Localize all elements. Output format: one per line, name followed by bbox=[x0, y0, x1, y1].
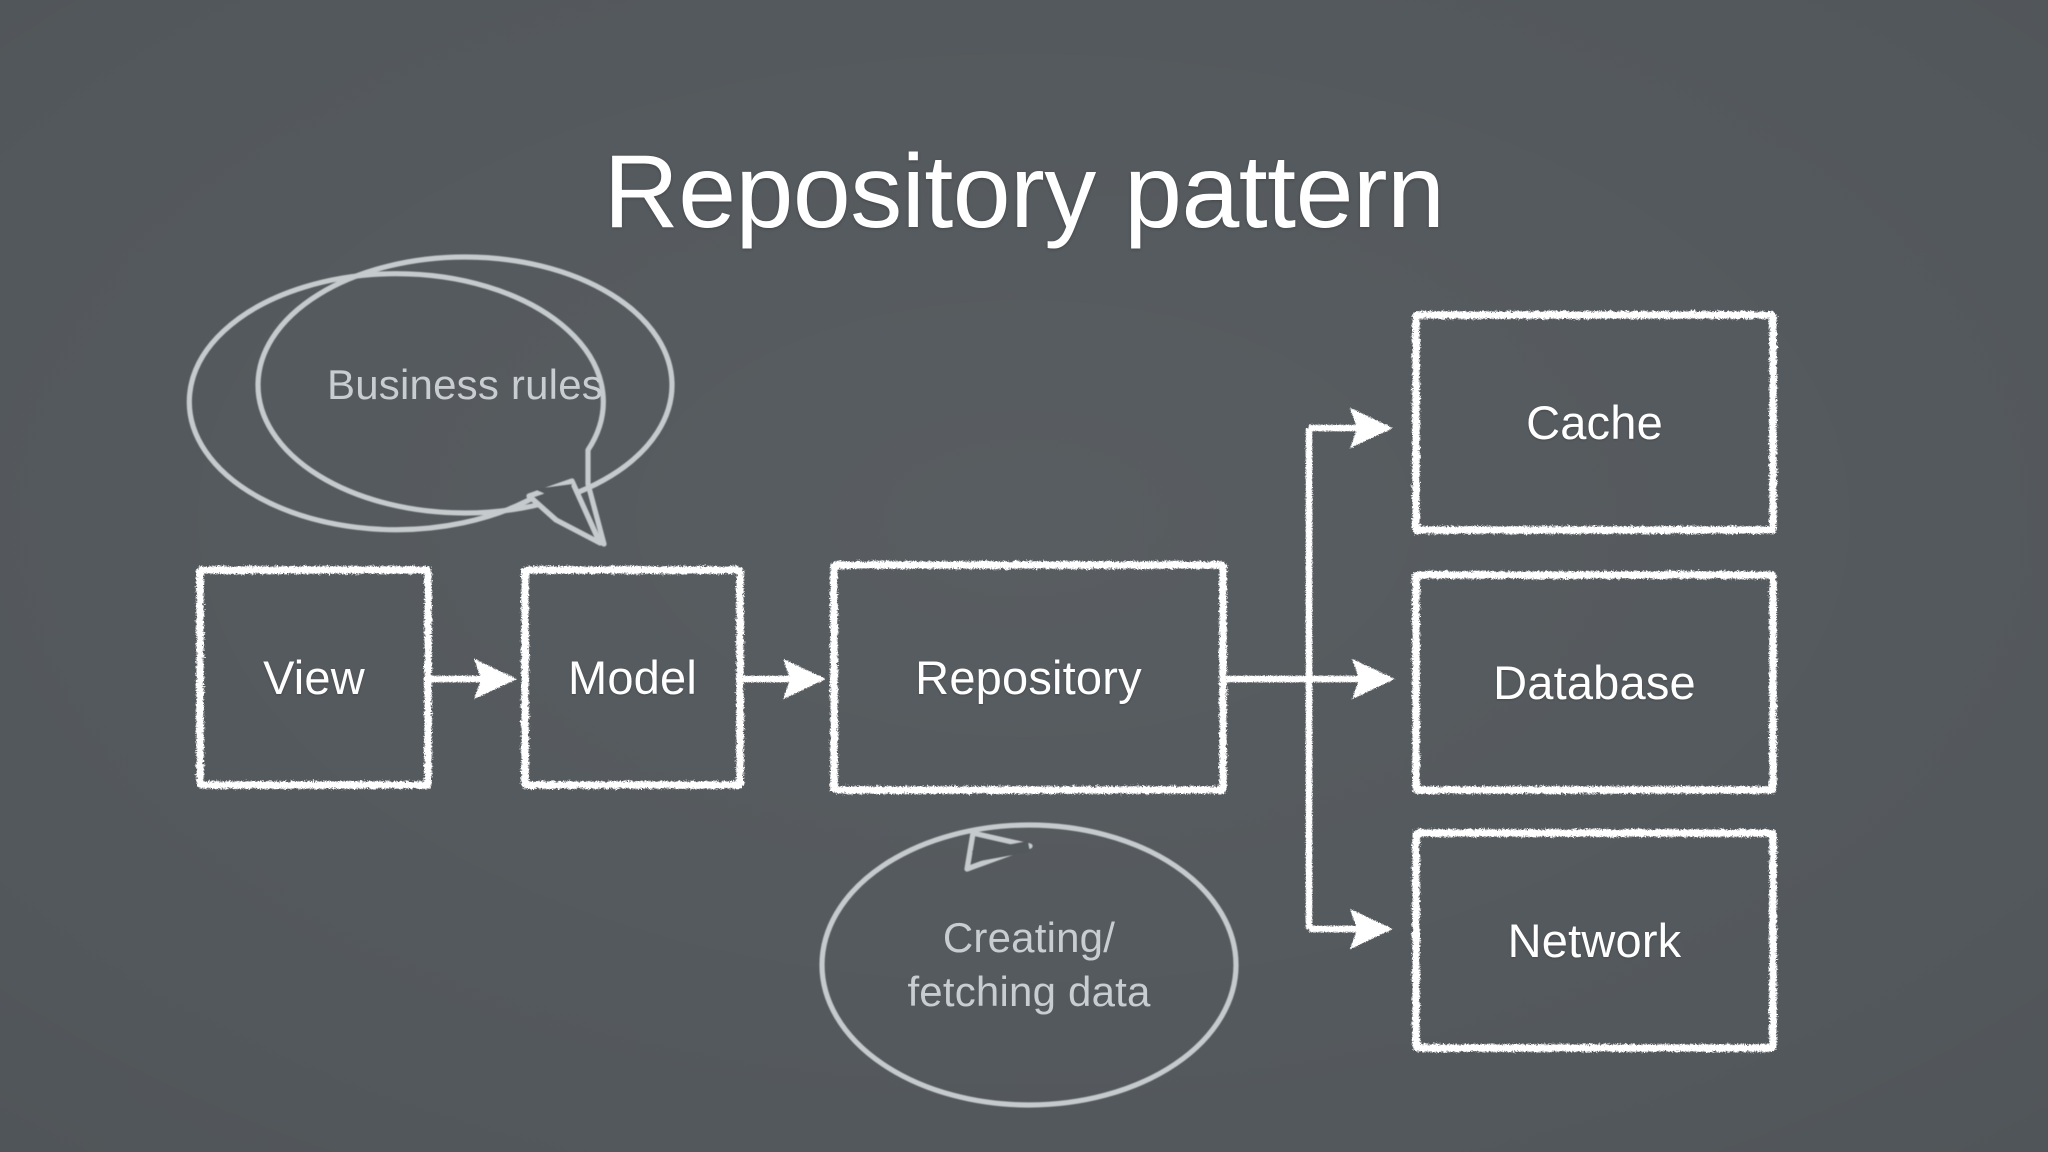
callout-business-rules-shape bbox=[186, 271, 607, 547]
callout-creating-fetching-tail-mask bbox=[972, 841, 1030, 862]
node-box-view[interactable] bbox=[196, 566, 432, 789]
callout-creating-fetching-ellipse bbox=[819, 822, 1239, 1108]
callout-creating-fetching-data[interactable] bbox=[819, 822, 1239, 1108]
node-box-repository[interactable] bbox=[830, 561, 1227, 794]
node-box-network[interactable] bbox=[1412, 829, 1777, 1052]
node-box-database[interactable] bbox=[1412, 571, 1777, 794]
page-title: Repository pattern bbox=[603, 133, 1445, 250]
callout-business-rules[interactable] bbox=[186, 254, 675, 547]
callout-business-rules-ellipse bbox=[255, 254, 675, 516]
callout-business-rules-tail-mask bbox=[534, 484, 572, 503]
node-box-model[interactable] bbox=[521, 566, 744, 789]
node-box-cache[interactable] bbox=[1412, 311, 1777, 534]
